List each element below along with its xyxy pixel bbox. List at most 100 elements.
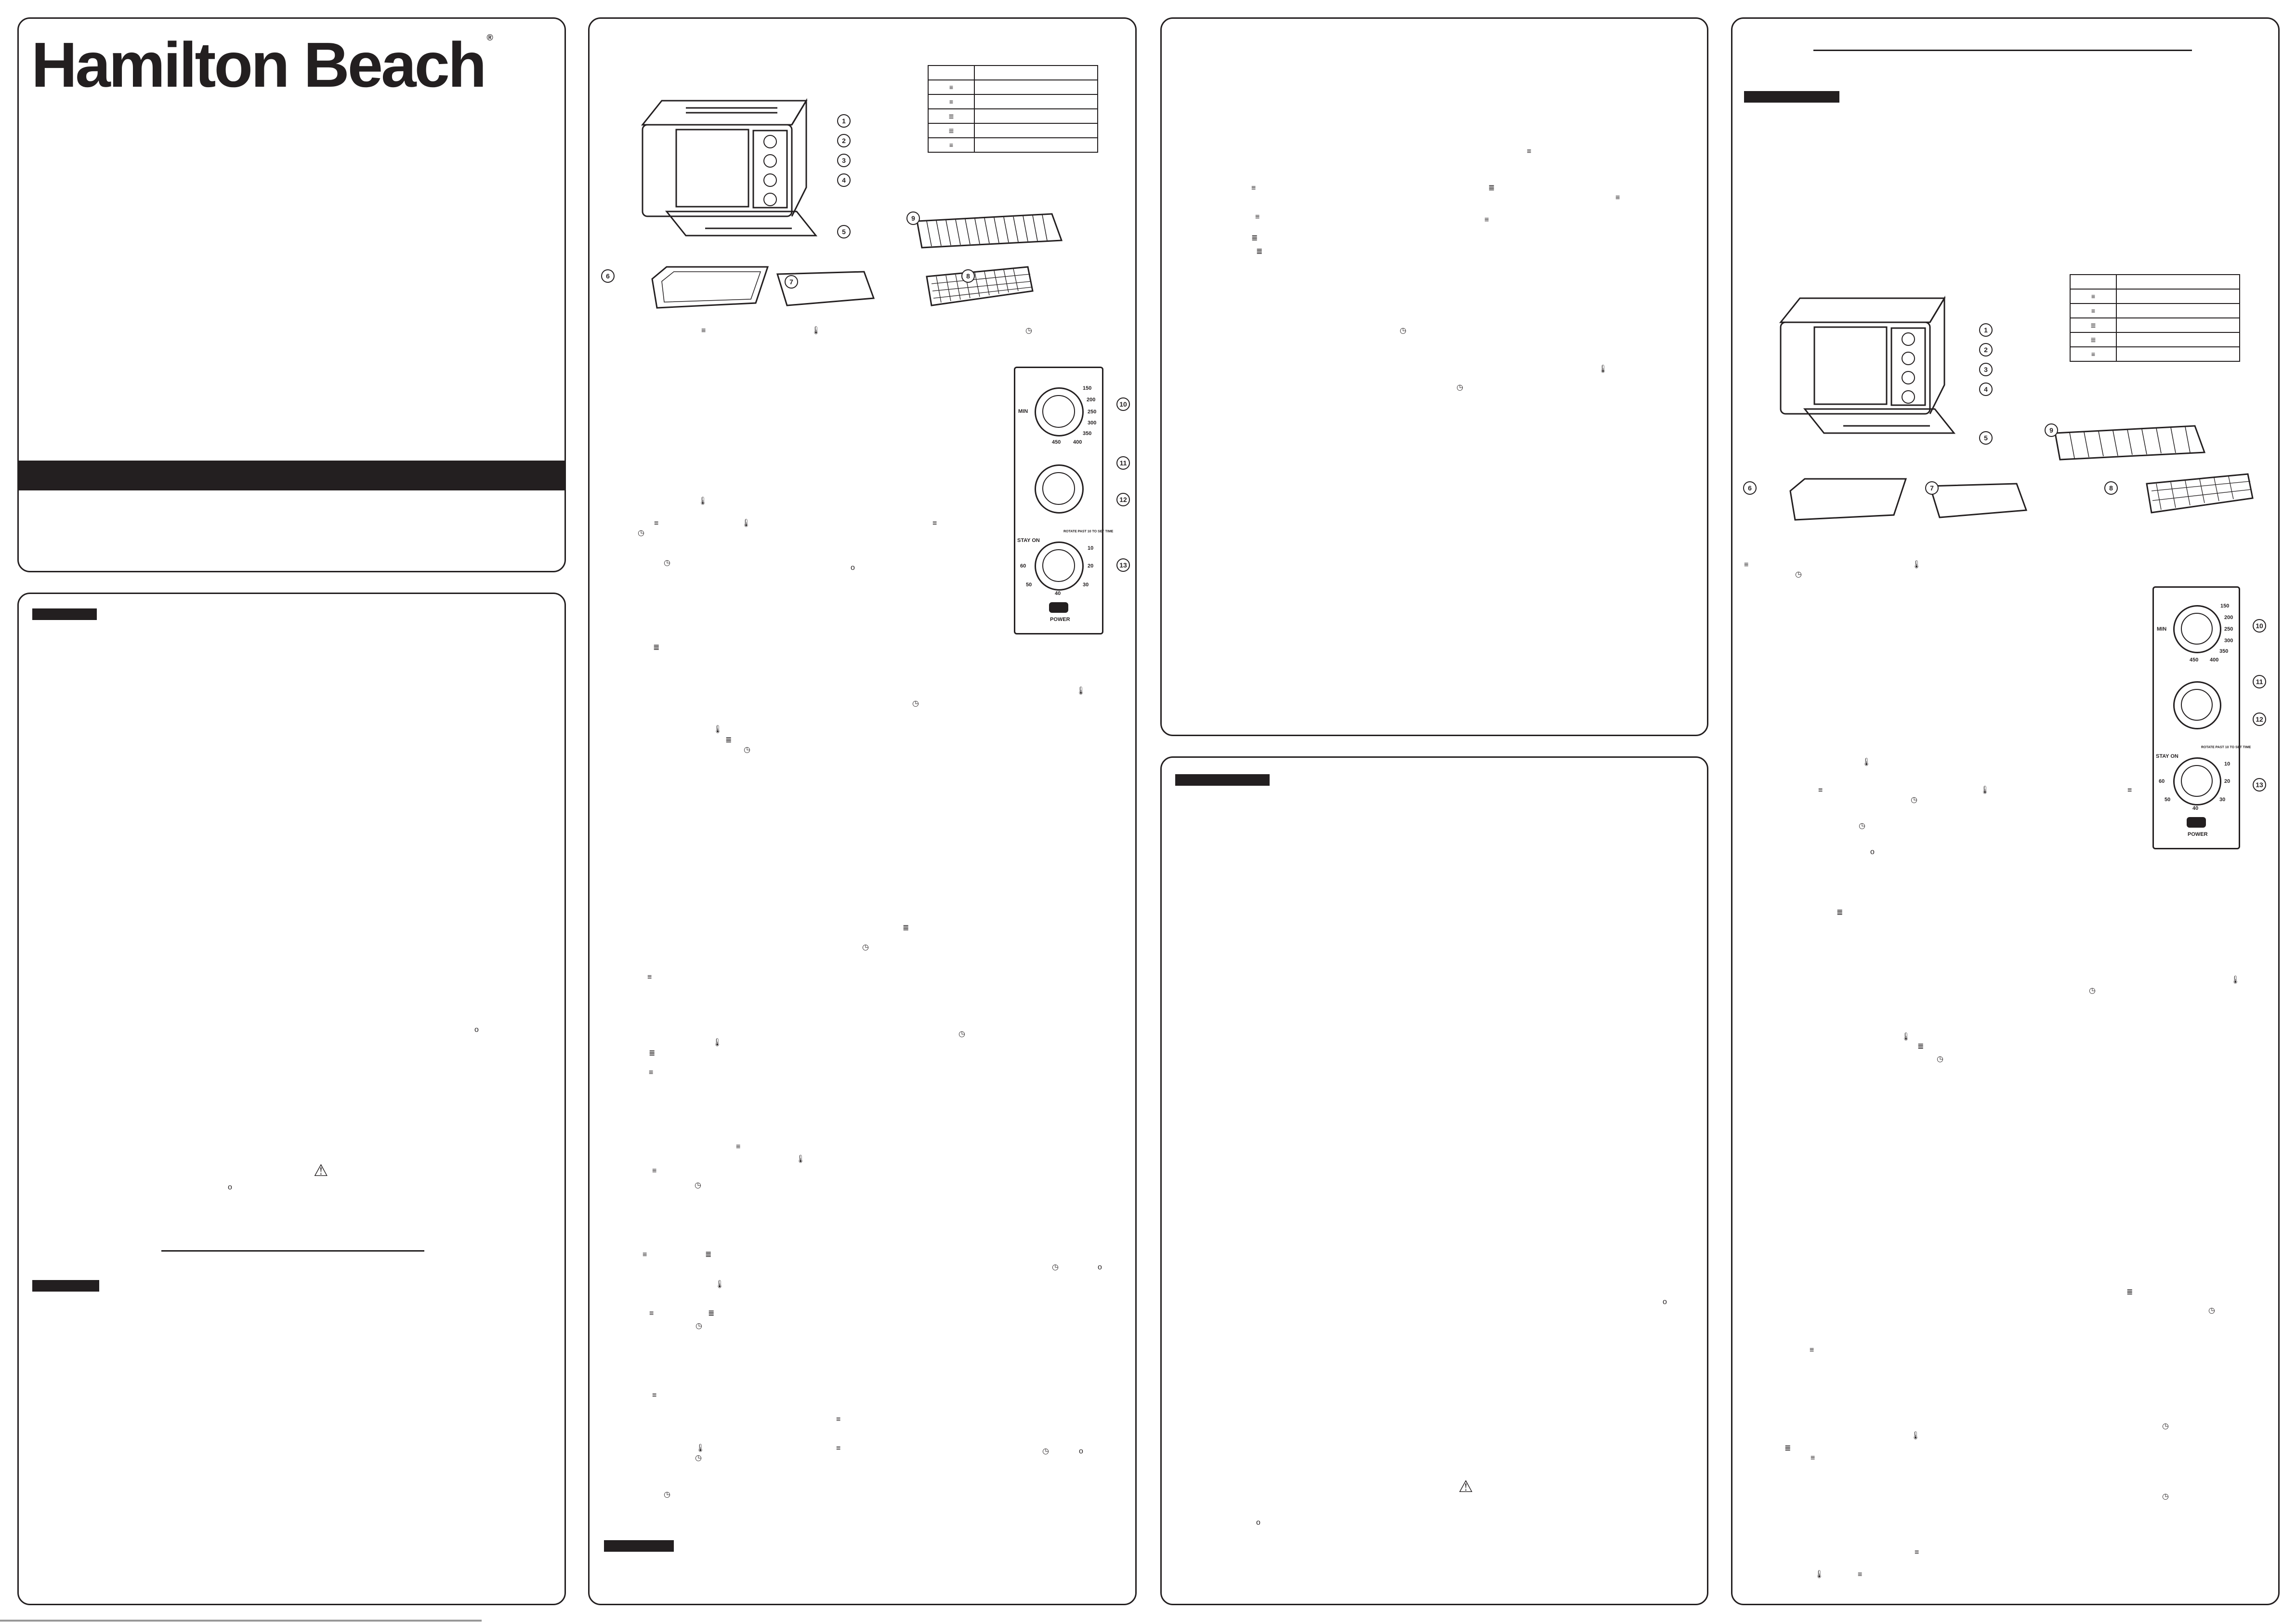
temperature-icon: 🌡 [1076, 687, 1086, 695]
air-fry-icon: ≣ [1251, 234, 1258, 242]
bake-icon: ≡ [649, 1309, 654, 1318]
timer-icon: ◷ [958, 1030, 965, 1038]
control-callout: 12 [2253, 713, 2266, 726]
bake-icon: ≡ [2127, 786, 2132, 794]
footer-rule [0, 1620, 482, 1622]
temp-label-400: 400 [1073, 439, 1082, 445]
baking-pan-illustration [651, 266, 769, 309]
baking-pan-illustration [1789, 478, 1907, 521]
temp-label-350: 350 [2219, 648, 2229, 654]
air-fry-icon: ≣ [2126, 1288, 2133, 1296]
safeguards-panel: o ⚠ o [17, 593, 566, 1605]
toast-icon: ≡ [836, 1415, 841, 1424]
section-heading-bar [32, 608, 97, 620]
timer-icon: ◷ [1052, 1263, 1059, 1271]
timer-icon: ◷ [695, 1454, 702, 1462]
toast-icon: ≡ [1527, 147, 1532, 156]
timer-icon: ◷ [2162, 1422, 2169, 1430]
control-callout: 11 [2253, 675, 2266, 688]
timer-label-20: 20 [1088, 563, 1094, 569]
timer-label-40: 40 [2192, 805, 2199, 811]
temperature-icon: 🌡 [1901, 1033, 1911, 1041]
timer-icon: ◷ [744, 746, 750, 754]
off-icon: o [228, 1183, 232, 1191]
temperature-icon: 🌡 [811, 327, 821, 335]
bake-icon: ≡ [1811, 1454, 1815, 1462]
air-fry-icon: ≣ [1256, 248, 1263, 256]
toast-icon: ≡ [2070, 289, 2117, 304]
off-icon: o [1079, 1447, 1083, 1455]
timer-icon: ◷ [2208, 1307, 2215, 1315]
bake-icon: ≡ [1810, 1346, 1814, 1354]
bake-icon: ≡ [1818, 786, 1823, 794]
bake-icon: ≡ [1915, 1548, 1919, 1557]
timer-icon: ◷ [1456, 383, 1463, 392]
part-callout: 1 [837, 114, 851, 128]
part-callout: 8 [961, 269, 975, 283]
temp-label-200: 200 [2224, 615, 2233, 621]
air-fry-icon: ≣ [2070, 332, 2117, 347]
air-fry-icon: ≣ [928, 123, 975, 138]
temp-label-300: 300 [2224, 638, 2233, 644]
temp-label-300: 300 [1088, 420, 1097, 426]
warning-icon: ⚠ [314, 1162, 328, 1180]
part-callout: 5 [1979, 431, 1993, 445]
temperature-icon: 🌡 [1598, 365, 1608, 373]
temperature-icon: 🌡 [712, 1039, 722, 1047]
bake-icon: ≡ [2070, 303, 2117, 318]
temperature-icon: 🌡 [1911, 1432, 1921, 1440]
temp-label-150: 150 [1083, 385, 1092, 391]
translated-parts-panel: 1 2 3 4 5 9 6 7 8 ≡ ≡ ≣ ≣ ≡ ≡ 🌡 ◷ [1731, 17, 2280, 1605]
air-fry-icon: ≣ [903, 924, 909, 932]
convection-icon: ≡ [928, 137, 975, 153]
temperature-icon: 🌡 [695, 1444, 706, 1452]
functions-panel: ≡ ≡ ≣ ≡ ≡ ≡ ≣ ≣ ◷ 🌡 ◷ [1160, 17, 1708, 736]
temp-label-250: 250 [1088, 409, 1097, 415]
section-divider [161, 1250, 424, 1252]
convection-icon: ≡ [2070, 346, 2117, 362]
cover-panel: Hamilton Beach® [17, 17, 566, 572]
bake-icon: ≡ [701, 327, 706, 335]
temp-label-350: 350 [1083, 431, 1092, 436]
temp-label-min: MIN [1018, 409, 1028, 414]
part-callout: 3 [1979, 363, 1993, 376]
air-fry-icon: ≣ [725, 736, 732, 744]
bake-icon: ≡ [1484, 216, 1489, 224]
timer-dial-knob [2181, 765, 2213, 797]
bake-icon: ≡ [1858, 1571, 1863, 1579]
temp-label-250: 250 [2224, 626, 2233, 632]
air-fry-icon: ≣ [705, 1251, 712, 1259]
timer-label-60: 60 [1020, 563, 1026, 569]
broil-icon: ≣ [928, 108, 975, 124]
temperature-dial [2173, 605, 2221, 653]
temperature-icon: 🌡 [796, 1155, 806, 1163]
part-callout: 9 [906, 211, 920, 225]
timer-icon: ◷ [1911, 796, 1917, 804]
broil-icon: ≣ [2070, 317, 2117, 333]
off-icon: o [1098, 1263, 1102, 1271]
control-callout: 13 [2253, 778, 2266, 792]
part-callout: 2 [837, 134, 851, 147]
part-callout: 4 [1979, 383, 1993, 396]
temperature-icon: 🌡 [1814, 1571, 1824, 1579]
bake-icon: ≡ [1251, 184, 1256, 192]
part-callout: 3 [837, 154, 851, 167]
timer-dial-knob [1042, 549, 1075, 582]
part-callout: 8 [2104, 481, 2118, 495]
function-dial-knob [1042, 472, 1075, 505]
temperature-icon: 🌡 [713, 726, 723, 734]
off-icon: o [1256, 1518, 1260, 1527]
timer-label-50: 50 [2165, 797, 2171, 803]
bake-icon: ≡ [649, 1069, 654, 1077]
timer-icon: ◷ [912, 700, 919, 708]
bake-icon: ≡ [643, 1251, 647, 1259]
wire-rack-illustration [916, 213, 1063, 249]
part-callout: 6 [601, 269, 615, 283]
toast-icon: ≡ [928, 79, 975, 95]
timer-label-stay-on: STAY ON [2156, 753, 2178, 759]
part-callout: 2 [1979, 343, 1993, 356]
timer-label-30: 30 [2219, 797, 2226, 803]
temp-label-400: 400 [2210, 657, 2219, 663]
control-callout: 11 [1116, 456, 1130, 470]
timer-icon: ◷ [2162, 1492, 2169, 1501]
